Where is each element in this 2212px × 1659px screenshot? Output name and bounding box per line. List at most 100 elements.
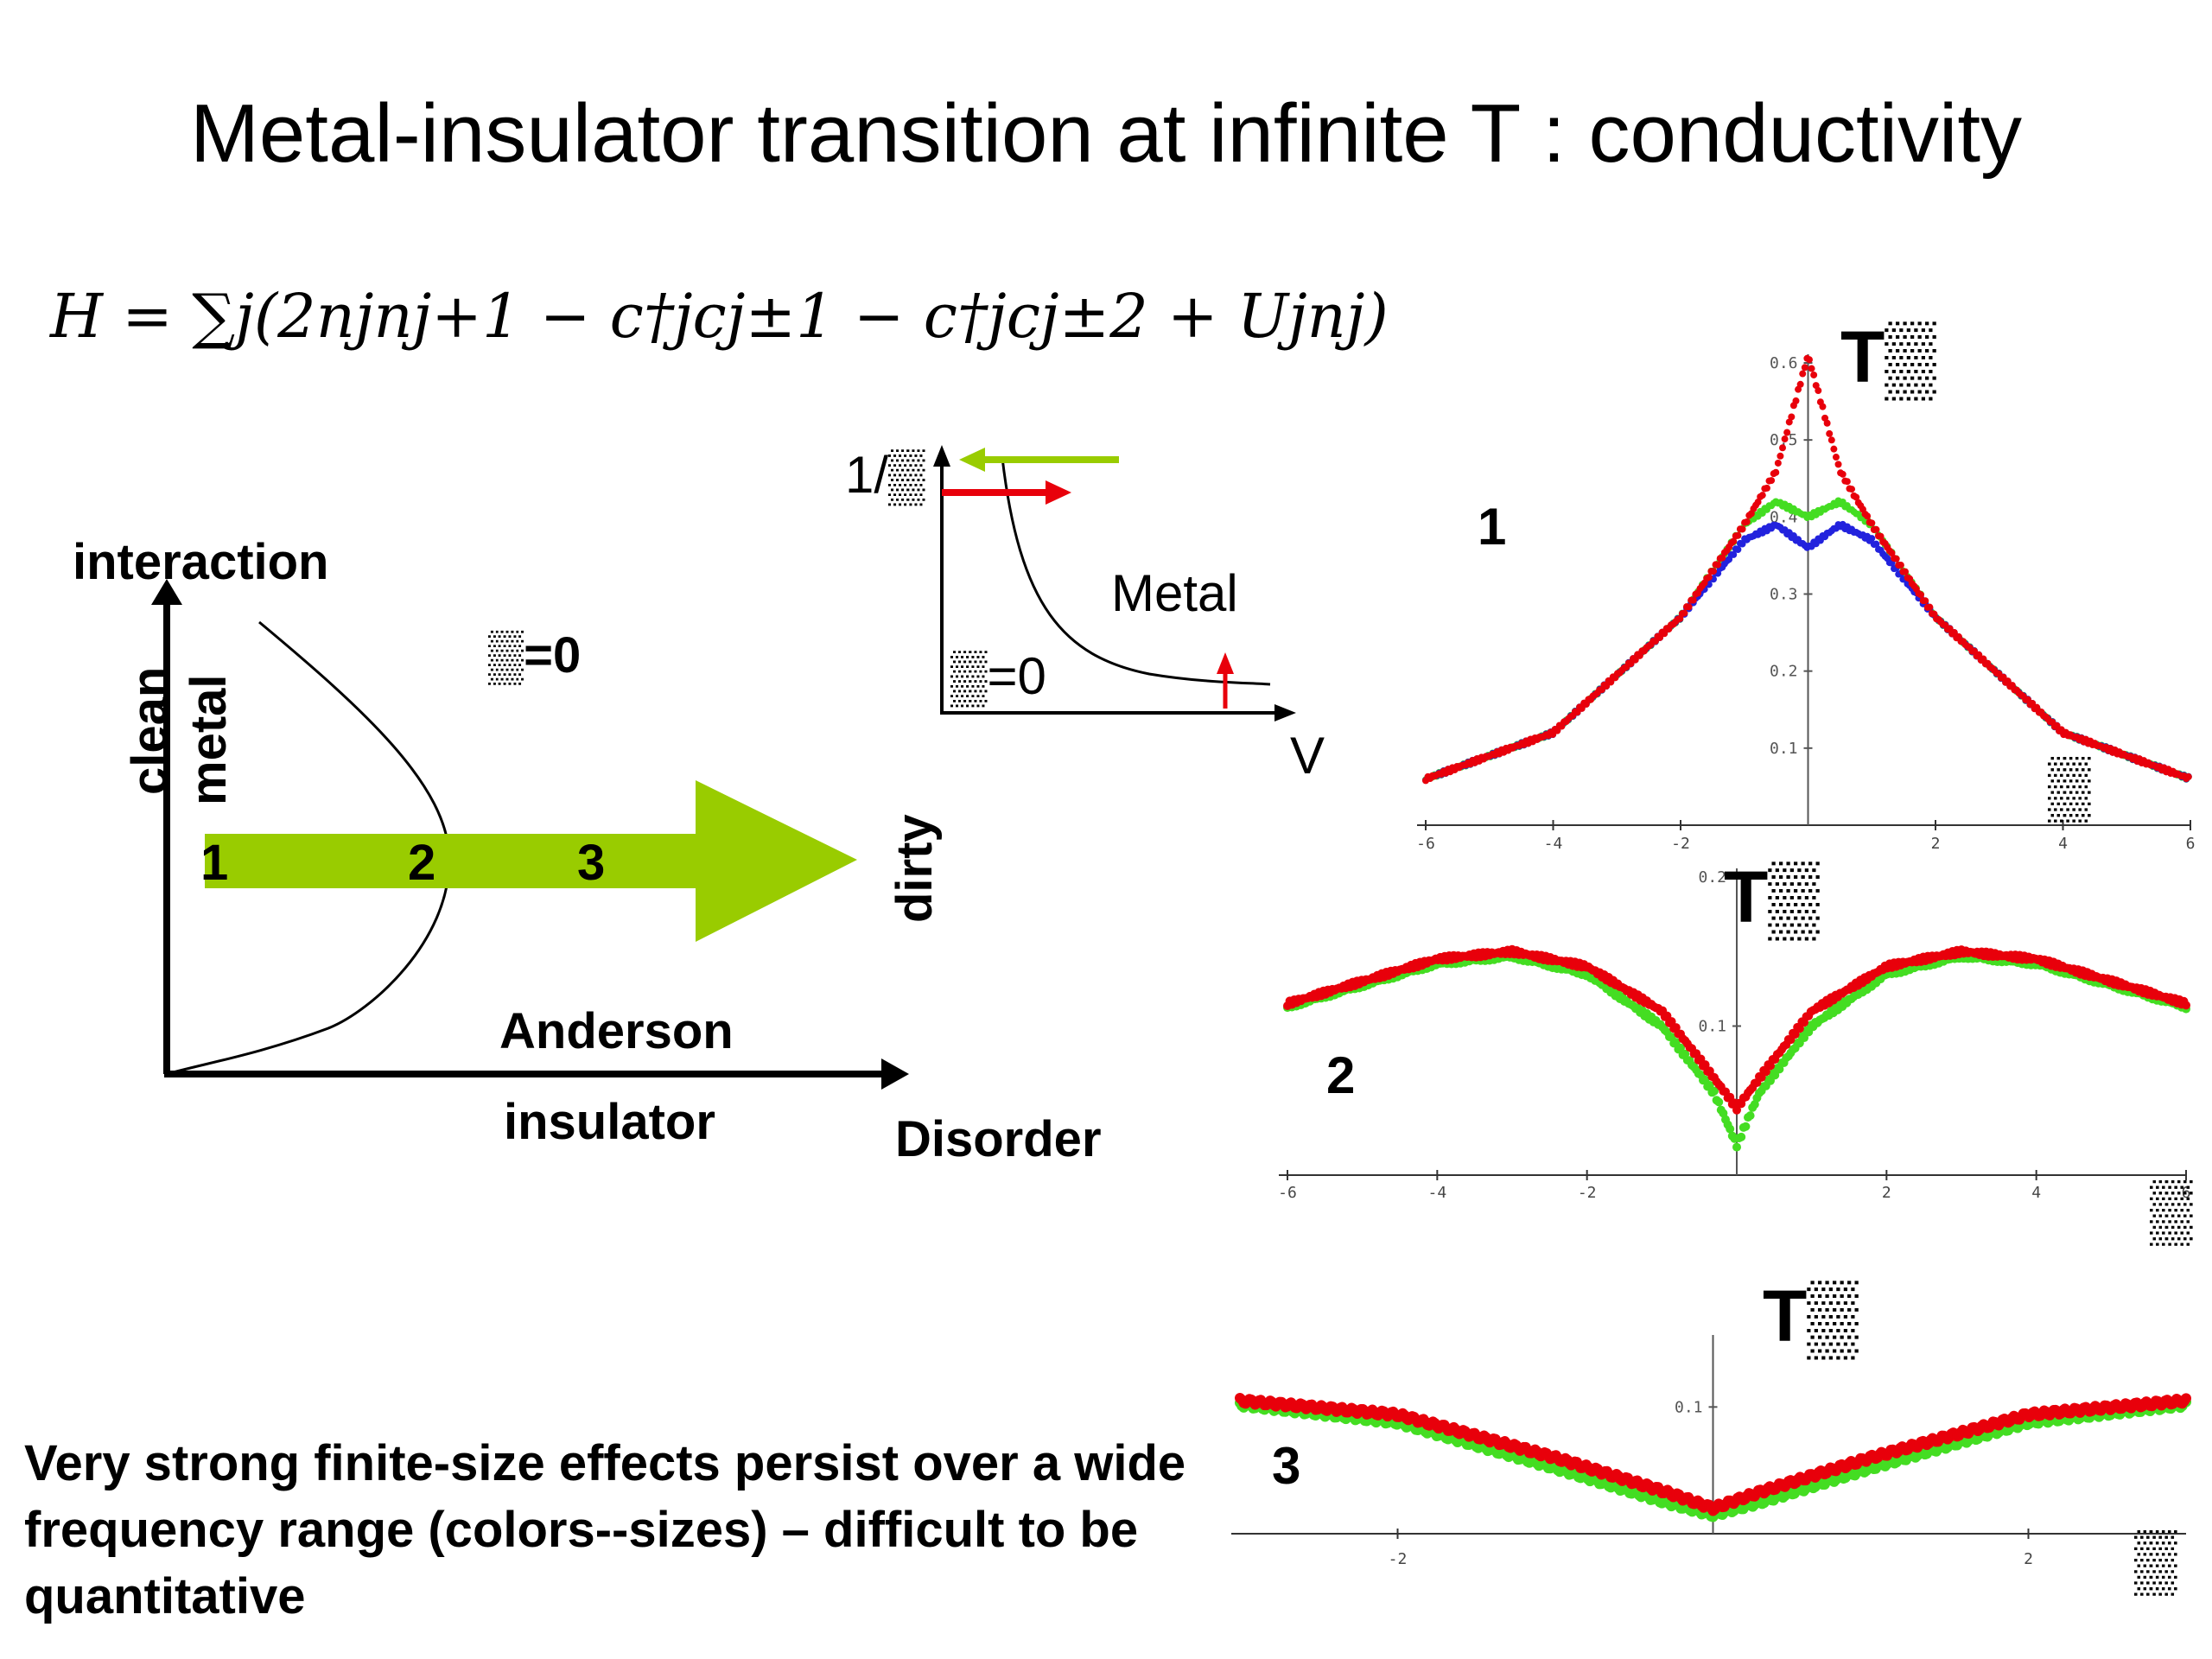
inset-sigma-zero-label: ▒=0 (950, 647, 1046, 705)
data-point (1792, 397, 1800, 404)
inset-x-arrowhead (1274, 704, 1296, 721)
data-point (1631, 656, 1639, 664)
inset-red-arrowhead (1046, 480, 1071, 505)
dirty-label: dirty (887, 814, 943, 923)
data-point (1901, 568, 1909, 575)
panel-1-number: 1 (1478, 498, 1507, 556)
data-point (2181, 1393, 2191, 1404)
data-point (1926, 603, 1934, 611)
data-point (1819, 403, 1827, 410)
inset-green-arrowhead (959, 448, 985, 472)
panel-1-x-tick-label: -6 (1416, 835, 1435, 853)
data-point (1853, 493, 1860, 501)
panel-1-x-tick-label: 6 (2186, 835, 2195, 853)
inset-red-up-arrowhead (1217, 652, 1234, 674)
data-point (1788, 413, 1796, 421)
data-point (1754, 499, 1762, 506)
data-point (1726, 1124, 1735, 1134)
data-point (1719, 554, 1726, 562)
panel-3-x-tick-label: 2 (2024, 1550, 2033, 1568)
data-point (1696, 1054, 1706, 1064)
panel-1-series-blue (1422, 520, 2192, 785)
data-point (1676, 1043, 1685, 1052)
panel-1-t-label: T▒ (1840, 316, 1936, 397)
insulator-label: insulator (504, 1094, 715, 1150)
panel-2-y-tick-label: 0.1 (1698, 1018, 1726, 1036)
panel-2-x-tick-label: -4 (1427, 1184, 1446, 1202)
data-point (1730, 537, 1738, 545)
data-point (1732, 1105, 1741, 1115)
data-point (1892, 555, 1900, 563)
disorder-axis-label: Disorder (895, 1111, 1102, 1167)
data-point (1745, 1111, 1755, 1121)
data-point (1810, 371, 1818, 378)
data-point (1848, 486, 1856, 493)
inset-metal-label: Metal (1111, 564, 1238, 622)
arrow-point-2: 2 (408, 835, 436, 891)
data-point (1730, 550, 1738, 558)
panel-2-x-tick-label: 2 (1882, 1184, 1891, 1202)
data-point (1737, 1132, 1746, 1141)
data-point (1868, 535, 1876, 543)
data-point (1808, 365, 1815, 372)
panel-2-x-tick-label: -2 (1578, 1184, 1597, 1202)
page-title: Metal-insulator transition at infinite T… (189, 87, 2023, 180)
data-point (1917, 591, 1925, 599)
data-point (1877, 532, 1885, 540)
panel-3-x-tick-label: -2 (1389, 1550, 1408, 1568)
data-point (1812, 382, 1820, 390)
panel-3-t-label: T▒ (1763, 1275, 1859, 1357)
panel-2-x-tick-label: 4 (2031, 1184, 2041, 1202)
panel-2-series-red (1283, 944, 2190, 1115)
panel-1-omega-label: ▒ (2048, 753, 2091, 820)
data-point (1796, 380, 1804, 388)
panel-2-number: 2 (1326, 1046, 1356, 1104)
panel-1-y-tick-label: 0.1 (1770, 740, 1798, 758)
data-point (2029, 699, 2037, 707)
phase-y-arrowhead (151, 579, 182, 605)
hamiltonian-formula: H = ∑j(2njnj+1 − c†jcj±1 − c†jcj±2 + Ujn… (50, 281, 1389, 352)
data-point (1710, 1086, 1719, 1096)
phase-boundary-curve (166, 620, 451, 1076)
data-point (1774, 459, 1782, 467)
data-point (1980, 655, 1987, 663)
data-point (1700, 1060, 1710, 1070)
data-point (1872, 540, 1880, 548)
data-point (1777, 452, 1784, 460)
data-point (1761, 1067, 1770, 1077)
arrow-point-1: 1 (200, 835, 229, 891)
data-point (1714, 561, 1722, 569)
data-point (1714, 1097, 1724, 1107)
metal-label: metal (181, 674, 237, 805)
data-point (1795, 1024, 1804, 1033)
data-point (2184, 773, 2192, 781)
data-point (1779, 444, 1786, 452)
data-point (1770, 1071, 1780, 1080)
data-point (1834, 461, 1842, 468)
data-point (1734, 545, 1742, 553)
panel-2-t-label: T▒ (1724, 856, 1820, 938)
panel-3-series-red (1235, 1393, 2191, 1516)
inset-y-arrowhead (933, 445, 950, 467)
panel-1-y-tick-label: 0.6 (1770, 354, 1798, 372)
data-point (1785, 418, 1793, 426)
data-point (1667, 1017, 1676, 1027)
data-point (1661, 630, 1669, 638)
phase-x-arrowhead (881, 1058, 909, 1090)
panel-1-y-tick-label: 0.2 (1770, 663, 1798, 681)
data-point (1732, 1142, 1741, 1152)
data-point (1607, 678, 1615, 686)
data-point (2004, 677, 2012, 685)
anderson-label: Anderson (499, 1003, 734, 1059)
data-point (1823, 419, 1831, 427)
data-point (1868, 519, 1876, 527)
data-point (1950, 628, 1958, 636)
panel-1-x-tick-label: -4 (1544, 835, 1563, 853)
data-point (1864, 512, 1872, 520)
data-point (1763, 484, 1770, 492)
panel-1-x-tick-label: 4 (2058, 835, 2068, 853)
